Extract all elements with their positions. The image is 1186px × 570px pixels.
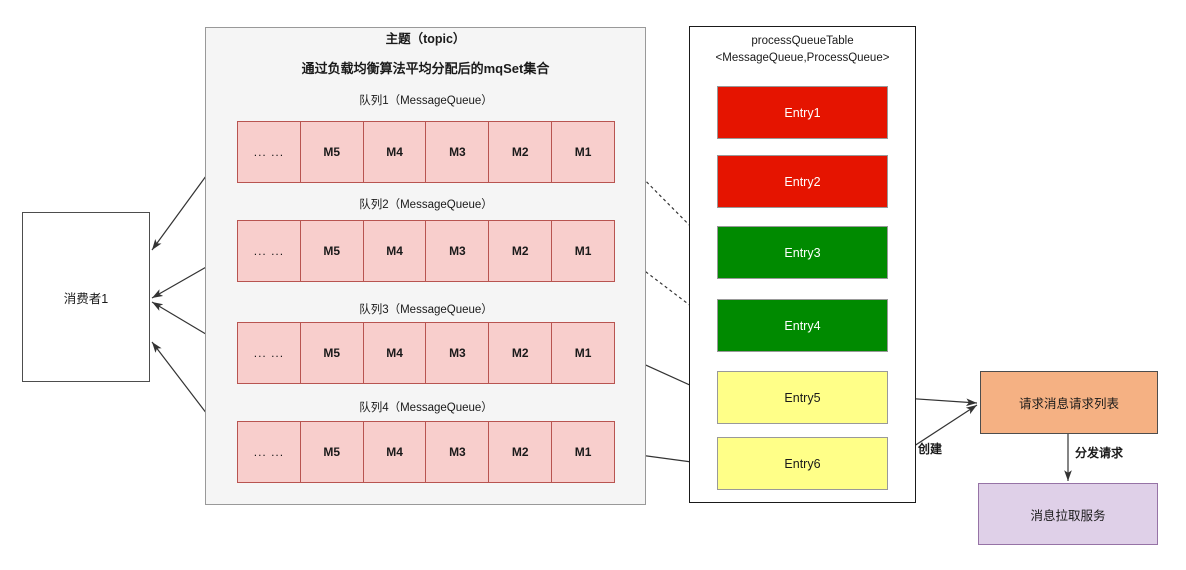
process-queue-table-title: processQueueTable <MessageQueue,ProcessQ… [689, 33, 916, 67]
process-queue-table-title-line2: <MessageQueue,ProcessQueue> [715, 52, 890, 64]
queue-cell[interactable]: ... ... [237, 421, 301, 483]
process-queue-table-title-line1: processQueueTable [751, 35, 854, 47]
message-pull-service-label: 消息拉取服务 [1030, 508, 1106, 523]
queue-cell[interactable]: M5 [299, 121, 364, 183]
queue-cell[interactable]: M4 [362, 322, 427, 384]
queue-cell[interactable]: M2 [488, 421, 553, 483]
consumer-box[interactable]: 消费者1 [22, 212, 150, 382]
queue-cell[interactable]: M3 [425, 421, 490, 483]
queue-cell[interactable]: M4 [362, 220, 427, 282]
queue-row-2[interactable]: ... ... M5 M4 M3 M2 M1 [237, 220, 615, 282]
queue-cell[interactable]: M1 [551, 322, 615, 384]
queue-cell[interactable]: M3 [425, 322, 490, 384]
entry-2[interactable]: Entry2 [717, 155, 888, 208]
topic-subtitle: 通过负载均衡算法平均分配后的mqSet集合 [301, 61, 550, 76]
queue-row-1[interactable]: ... ... M5 M4 M3 M2 M1 [237, 121, 615, 183]
topic-title: 主题（topic） [385, 32, 466, 46]
queue-cell[interactable]: M4 [362, 121, 427, 183]
queue-cell[interactable]: M5 [299, 220, 364, 282]
entry-label: Entry4 [784, 318, 821, 333]
entry-label: Entry6 [784, 456, 821, 471]
queue-cell[interactable]: M5 [299, 322, 364, 384]
queue-label-3: 队列3（MessageQueue） [359, 304, 493, 316]
queue-cell[interactable]: M2 [488, 322, 553, 384]
queue-cell[interactable]: ... ... [237, 220, 301, 282]
queue-cell[interactable]: M1 [551, 121, 615, 183]
request-message-list-label: 请求消息请求列表 [1018, 397, 1119, 411]
queue-cell[interactable]: M5 [299, 421, 364, 483]
entry-3[interactable]: Entry3 [717, 226, 888, 279]
queue-cell[interactable]: M2 [488, 121, 553, 183]
queue-cell[interactable]: M4 [362, 421, 427, 483]
entry-label: Entry2 [784, 174, 821, 189]
queue-cell[interactable]: ... ... [237, 322, 301, 384]
queue-cell[interactable]: ... ... [237, 121, 301, 183]
queue-row-3[interactable]: ... ... M5 M4 M3 M2 M1 [237, 322, 615, 384]
request-message-list-box[interactable]: 请求消息请求列表 [980, 371, 1158, 434]
entry-label: Entry1 [784, 105, 821, 120]
queue-cell[interactable]: M1 [551, 220, 615, 282]
consumer-label: 消费者1 [63, 291, 109, 306]
entry-6[interactable]: Entry6 [717, 437, 888, 490]
edge-label-dispatch: 分发请求 [1075, 446, 1124, 460]
edge-label-create: 创建 [918, 442, 943, 456]
queue-label-1: 队列1（MessageQueue） [359, 95, 493, 107]
entry-4[interactable]: Entry4 [717, 299, 888, 352]
message-pull-service-box[interactable]: 消息拉取服务 [978, 483, 1158, 545]
entry-5[interactable]: Entry5 [717, 371, 888, 424]
entry-label: Entry3 [784, 245, 821, 260]
queue-cell[interactable]: M1 [551, 421, 615, 483]
queue-label-4: 队列4（MessageQueue） [359, 402, 493, 414]
queue-row-4[interactable]: ... ... M5 M4 M3 M2 M1 [237, 421, 615, 483]
queue-cell[interactable]: M3 [425, 220, 490, 282]
entry-1[interactable]: Entry1 [717, 86, 888, 139]
queue-cell[interactable]: M2 [488, 220, 553, 282]
queue-label-2: 队列2（MessageQueue） [359, 199, 493, 211]
queue-cell[interactable]: M3 [425, 121, 490, 183]
entry-label: Entry5 [784, 390, 821, 405]
